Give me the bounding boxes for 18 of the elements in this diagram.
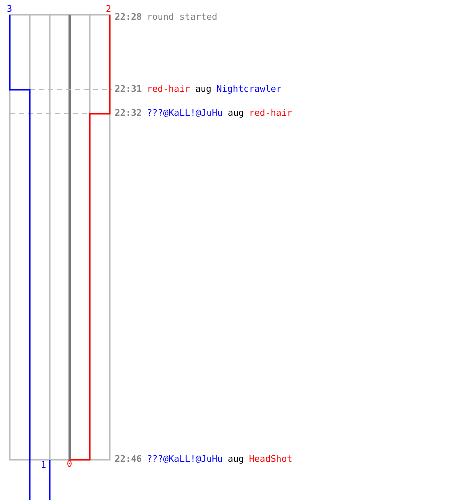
track-number: 2: [106, 5, 112, 15]
track-number: 0: [67, 460, 72, 470]
track-number: 3: [7, 5, 12, 15]
player-name: HeadShot: [249, 455, 293, 465]
event-text: round started: [147, 13, 218, 23]
event-text: aug: [228, 455, 244, 465]
event-time: 22:28: [115, 13, 142, 23]
player-name: red-hair: [249, 109, 293, 119]
player-name: Nightcrawler: [216, 85, 282, 95]
player-name: ???@KaLL!@JuHu: [147, 455, 223, 465]
player-name: red-hair: [147, 85, 190, 95]
event-time: 22:46: [115, 455, 142, 465]
event-text: aug: [195, 85, 212, 95]
track-number: 1: [41, 461, 46, 471]
event-text: aug: [228, 109, 244, 119]
player-name: ???@KaLL!@JuHu: [147, 109, 223, 119]
event-time: 22:31: [115, 85, 142, 95]
event-time: 22:32: [115, 109, 142, 119]
